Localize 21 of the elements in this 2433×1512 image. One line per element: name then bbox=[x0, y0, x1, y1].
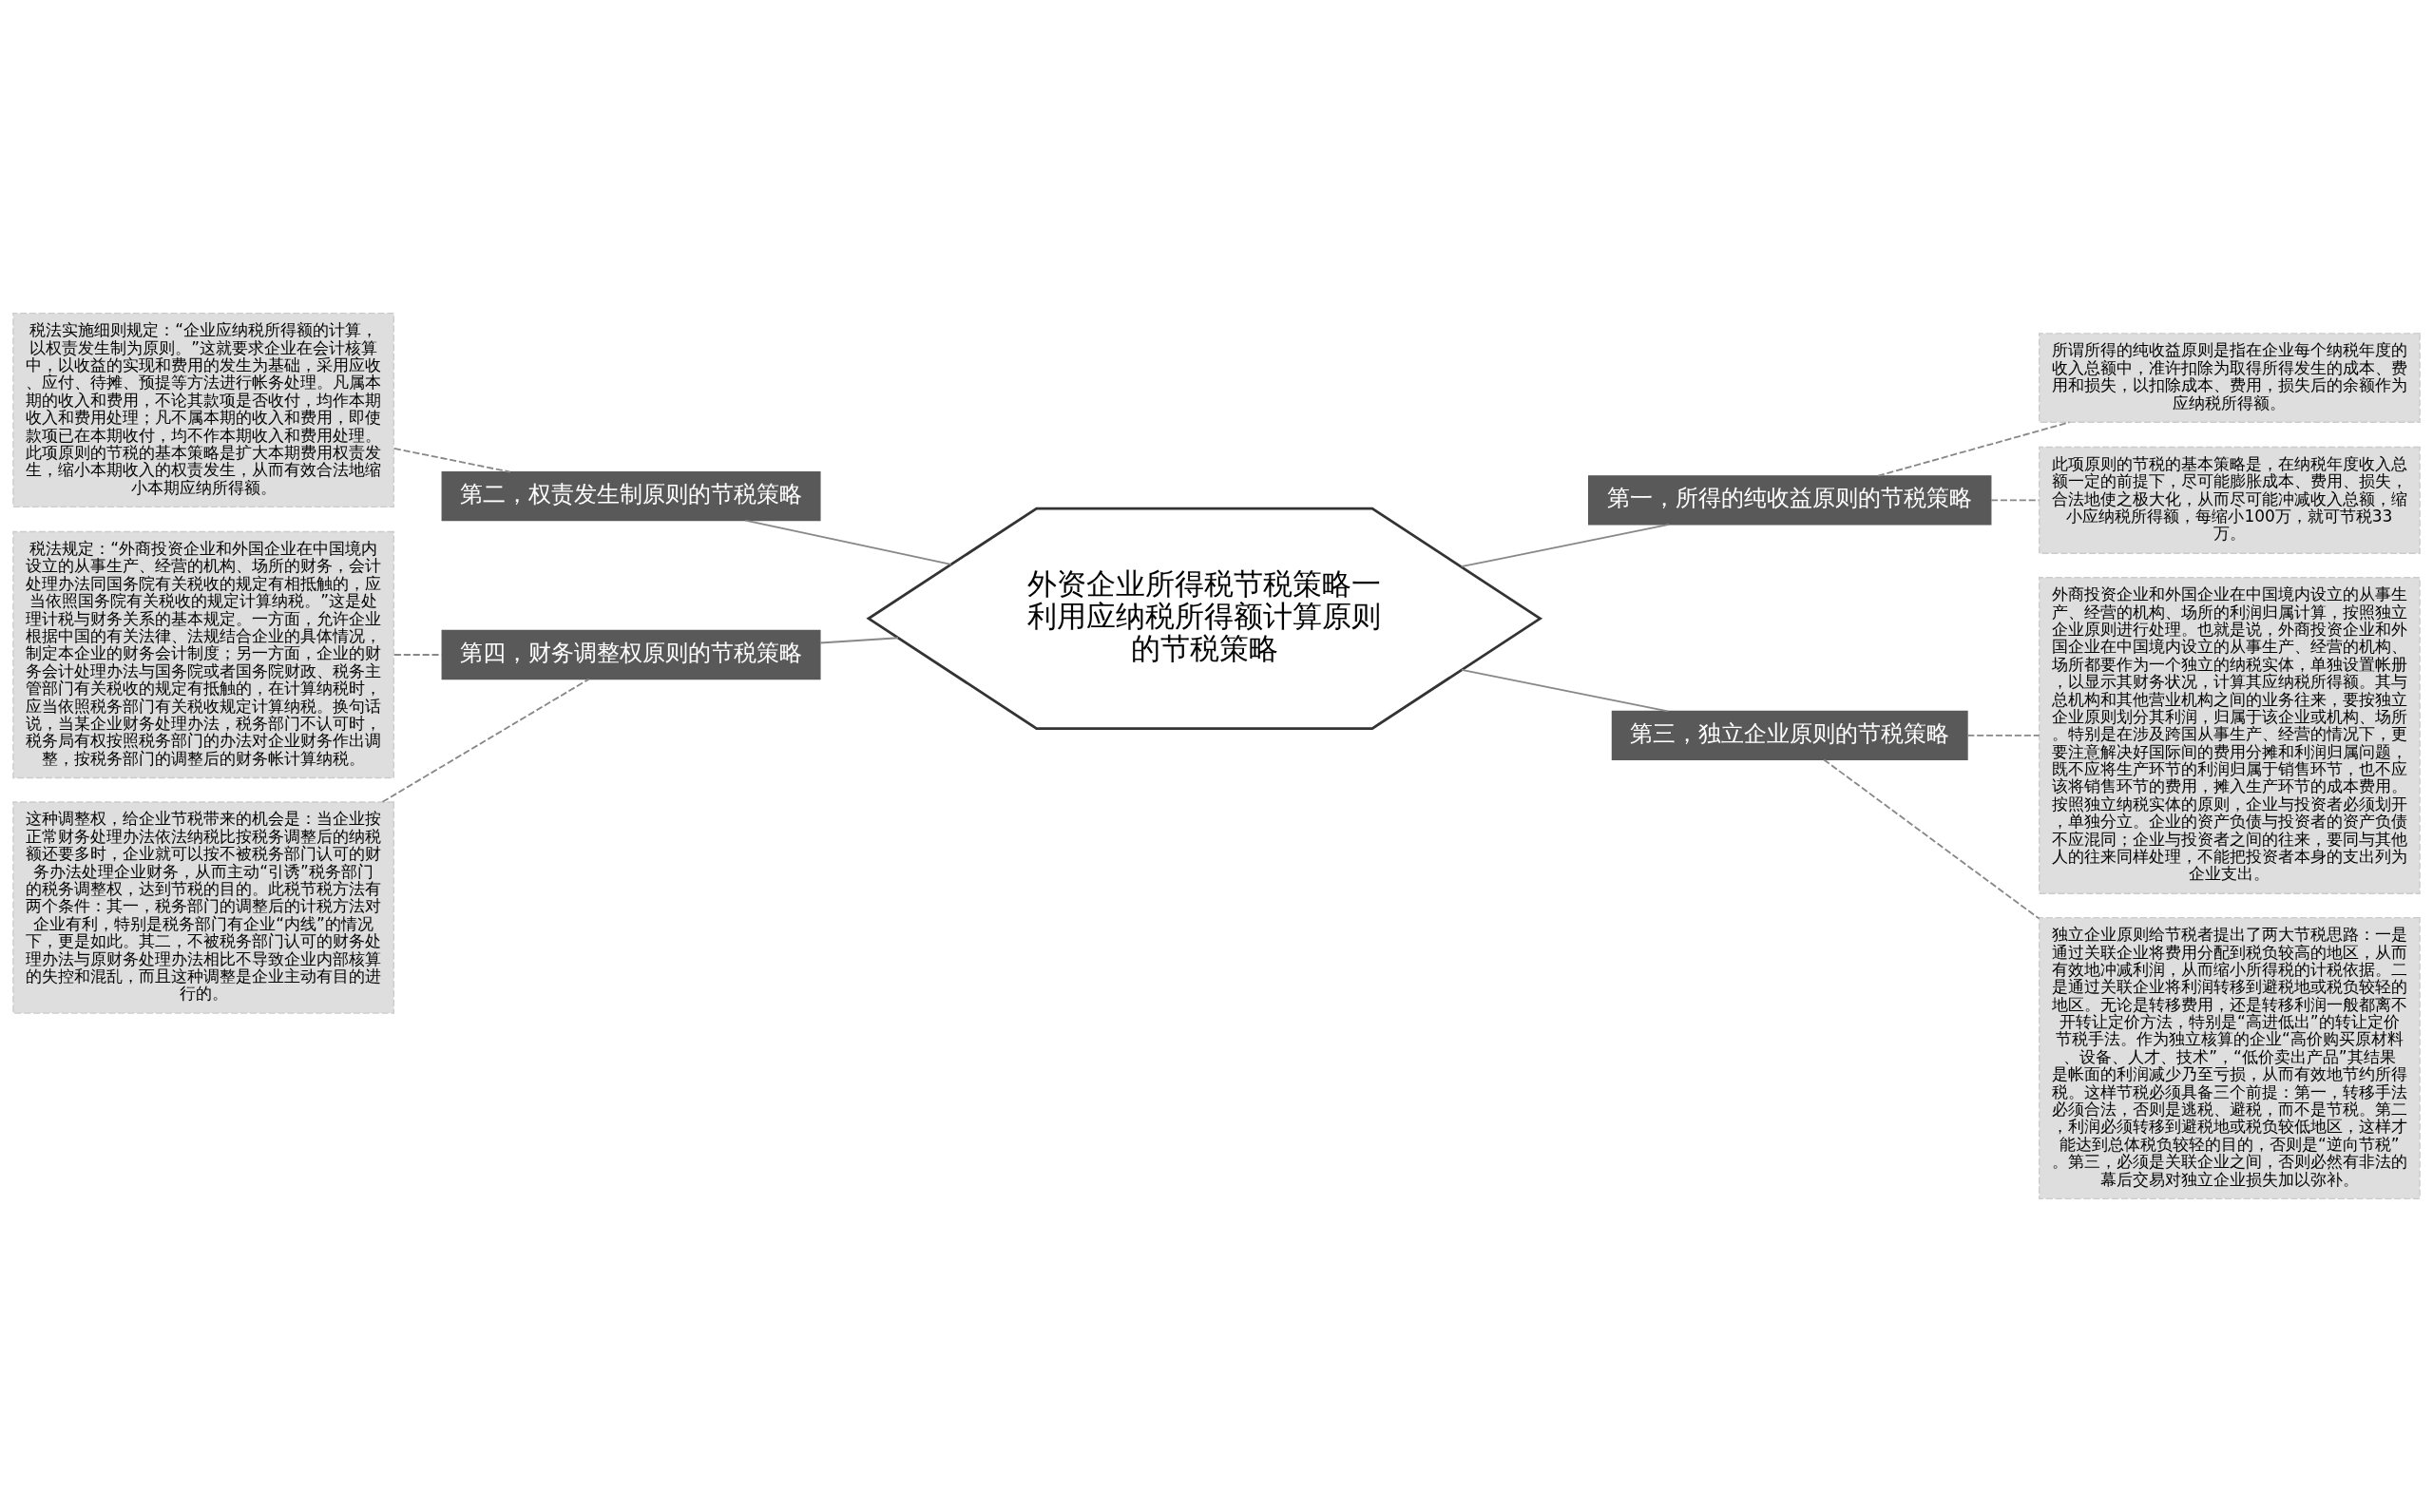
node-box: 所谓所得的纯收益原则是指在企业每个纳税年度的收入总额中，准许扣除为取得所得发生的成本、费用和损失，以扣除成本、费用，损失后的余额作为应纳税所得额。 bbox=[2038, 333, 2421, 423]
connector bbox=[1966, 735, 2040, 737]
node-box: 税法实施细则规定：“企业应纳税所得额的计算，以权责发生制为原则。”这就要求企业在会计核算中，以收益的实现和费用的发生为基础，采用应收、应付、待摊、预提等方法进行帐务处理。凡属本期的收入和费用，不论其款项是否收付，均作本期收入和费用处理；凡不属本期的收入和费用，即使款项已在本期收付，均不作本期收入和费用处理。此项原则的节税的基本策略是扩大本期费用权责发生，缩小本期收入的权责发生，从而有效合法地缩小本期应纳所得额。 bbox=[12, 312, 395, 508]
connector bbox=[381, 678, 590, 803]
node-box: 第二，权责发生制原则的节税策略 bbox=[441, 470, 821, 522]
connector bbox=[1460, 523, 1671, 568]
connector bbox=[393, 654, 443, 656]
connector bbox=[1823, 758, 2040, 920]
connector bbox=[1877, 421, 2071, 477]
node-box: 第三，独立企业原则的节税策略 bbox=[1611, 710, 1968, 761]
node-box: 税法规定：“外商投资企业和外国企业在中国境内设立的从事生产、经营的机构、场所的财务，会计处理办法同国务院有关税收的规定有相抵触的，应当依照国务院有关税收的规定计算纳税。”这是处理计税与财务关系的基本规定。一方面，允许企业根据中国的有关法律、法规结合企业的具体情况，制定本企业的财务会计制度；另一方面，企业的财务会计处理办法与国务院或者国务院财政、税务主管部门有关税收的规定有抵触的，在计算纳税时，应当依照税务部门有关税收规定计算纳税。换句话说，当某企业财务处理办法，税务部门不认可时，税务局有权按照税务部门的办法对企业财务作出调整，按税务部门的调整后的财务帐计算纳税。 bbox=[12, 530, 395, 779]
node-box: 此项原则的节税的基本策略是，在纳税年度收入总额一定的前提下，尽可能膨胀成本、费用、损失，合法地使之极大化，从而尽可能冲减收入总额，缩小应纳税所得额，每缩小100万，就可节税33万。 bbox=[2038, 446, 2421, 554]
node-box: 第一，所得的纯收益原则的节税策略 bbox=[1588, 475, 1992, 526]
connector bbox=[1461, 669, 1669, 713]
connector bbox=[744, 519, 952, 565]
connector bbox=[393, 448, 511, 473]
connector bbox=[818, 637, 899, 644]
node-box: 独立企业原则给节税者提出了两大节税思路：一是通过关联企业将费用分配到税负较高的地区，从而有效地冲减利润，从而缩小所得税的计税依据。二是通过关联企业将利润转移到避税地或税负较轻的地区。无论是转移费用，还是转移利润一般都离不开转让定价方法，特别是“高进低出”的转让定价节税手法。作为独立核算的企业“高价购买原材料、设备、人才、技术”，“低价卖出产品”其结果是帐面的利润减少乃至亏损，从而有效地节约所得税。这样节税必须具备三个前提：第一，转移手法必须合法，否则是逃税、避税，而不是节税。第二，利润必须转移到避税地或税负较低地区，这样才能达到总体税负较轻的目的，否则是“逆向节税”。第三，必须是关联企业之间，否则必然有非法的幕后交易对独立企业损失加以弥补。 bbox=[2038, 916, 2421, 1200]
node-box: 外商投资企业和外国企业在中国境内设立的从事生产、经营的机构、场所的利润归属计算，按照独立企业原则进行处理。也就是说，外商投资企业和外国企业在中国境内设立的从事生产、经营的机构、场所都要作为一个独立的纳税实体，单独设置帐册，以显示其财务状况，计算其应纳税所得额。其与总机构和其他营业机构之间的业务往来，要按独立企业原则划分其利润，归属于该企业或机构、场所。特别是在涉及跨国从事生产、经营的情况下，更要注意解决好国际间的费用分摊和利润归属问题，既不应将生产环节的利润归属于销售环节，也不应该将销售环节的费用，摊入生产环节的成本费用。按照独立纳税实体的原则，企业与投资者必须划开，单独分立。企业的资产负债与投资者的资产负债不应混同；企业与投资者之间的往来，要同与其他人的往来同样处理，不能把投资者本身的支出列为企业支出。 bbox=[2038, 576, 2421, 894]
node-box: 第四，财务调整权原则的节税策略 bbox=[441, 629, 821, 680]
node-box: 这种调整权，给企业节税带来的机会是：当企业按正常财务处理办法依法纳税比按税务调整后的纳税额还要多时，企业就可以按不被税务部门认可的财务办法处理企业财务，从而主动“引诱”税务部门的税务调整权，达到节税的目的。此税节税方法有两个条件：其一，税务部门的调整后的计税方法对企业有利，特别是税务部门有企业“内线”的情况下，更是如此。其二，不被税务部门认可的财务处理办法与原财务处理办法相比不导致企业内部核算的失控和混乱，而且这种调整是企业主动有目的进行的。 bbox=[12, 801, 395, 1014]
